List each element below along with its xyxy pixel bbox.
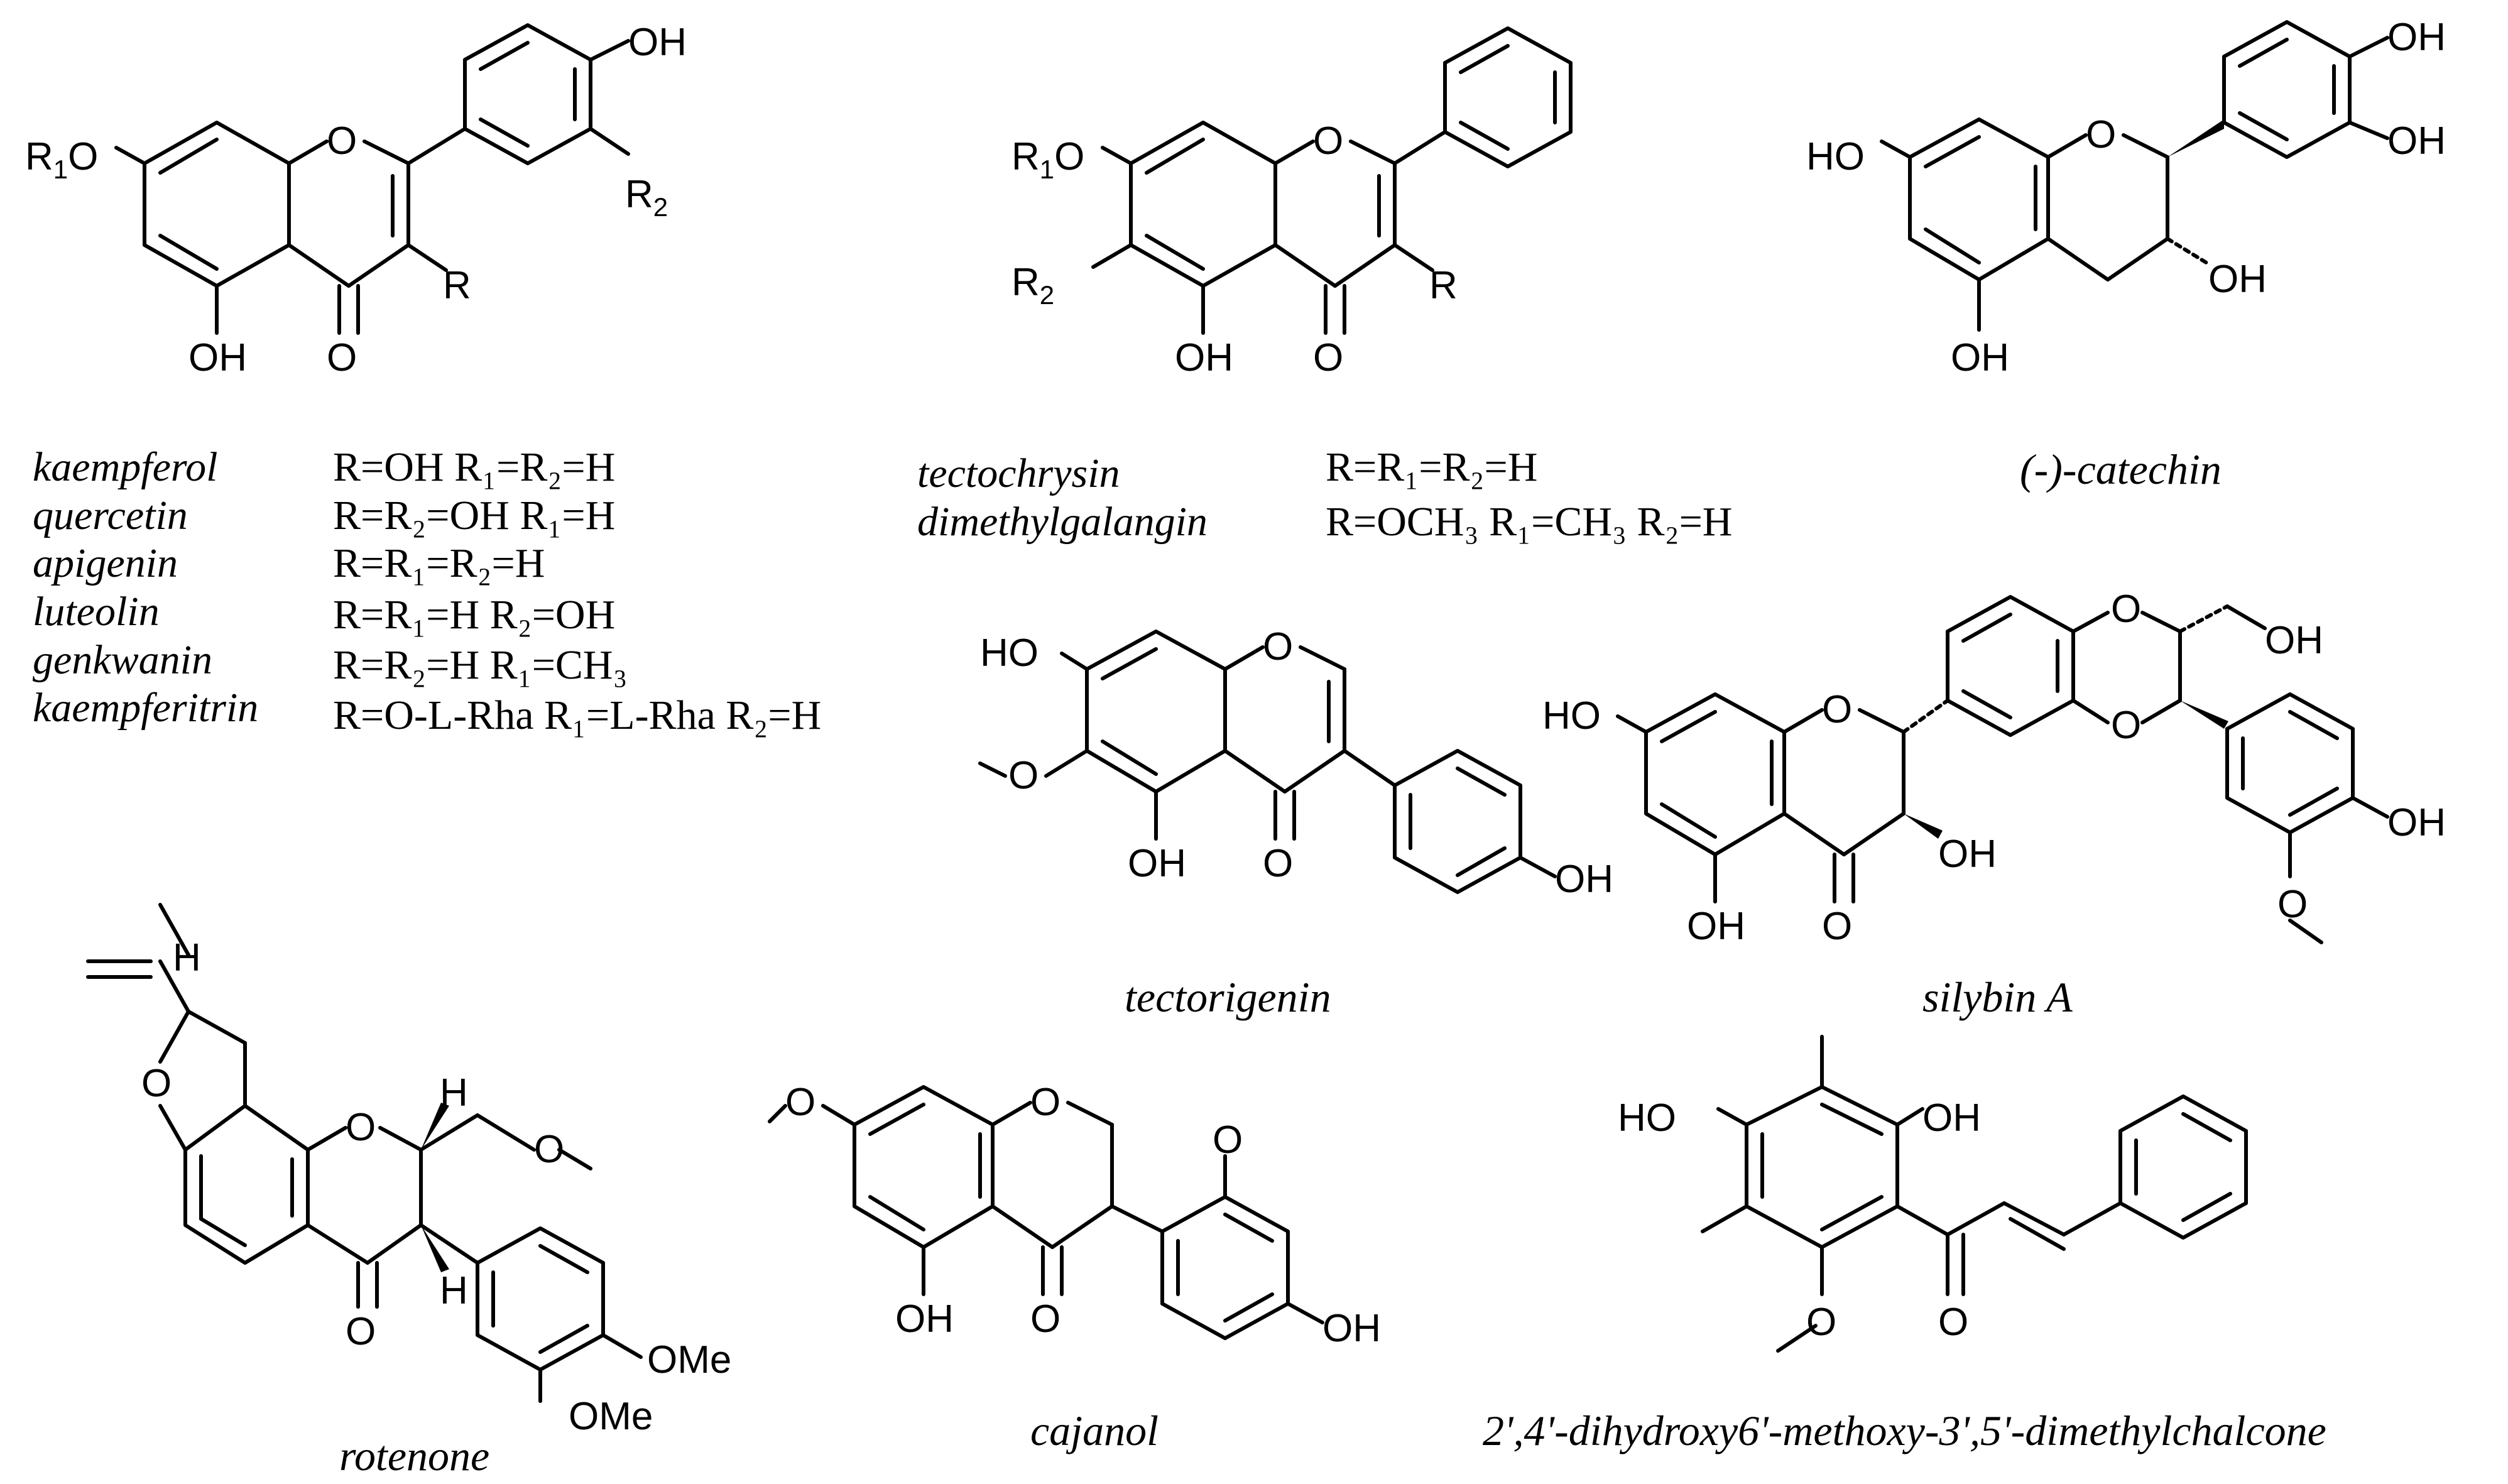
compound-definition: R=OH R₁=R₂=H [333, 444, 615, 490]
methoxy-o-label: O [785, 1081, 815, 1124]
dioxane-o-label: O [2111, 704, 2141, 747]
caption-silybin: silybin A [1922, 973, 2073, 1021]
ring-oxygen-label: O [1263, 625, 1293, 668]
compound-definition: R=R₂=H R₁=CH₃ [333, 642, 628, 688]
carbonyl-o-label: O [1030, 1297, 1060, 1341]
compound-definition: R=R₁=H R₂=OH [333, 592, 615, 638]
dioxane-o-label: O [2111, 587, 2141, 631]
furan-o-label: O [141, 1062, 172, 1105]
flavone-structure-1: R1O O OH O R OH R2 [25, 21, 687, 379]
carbonyl-o-label: O [1263, 842, 1293, 885]
h-label: H [173, 936, 201, 979]
h-label: H [440, 1269, 468, 1312]
ring-oxygen-label: O [1822, 688, 1852, 731]
caption-cajanol: cajanol [1030, 1407, 1159, 1454]
ome-label: OMe [569, 1395, 653, 1438]
oh-label: OH [2387, 801, 2446, 844]
h-label: H [440, 1071, 468, 1115]
r2-label: R2 [1011, 261, 1054, 310]
carbonyl-o-label: O [346, 1310, 376, 1353]
r-label: R [1429, 264, 1458, 307]
methoxy-o-label: O [1008, 754, 1039, 797]
methoxy-o-label: O [1213, 1118, 1243, 1162]
oh-label: OH [628, 21, 687, 64]
methoxy-o-label: O [2277, 883, 2308, 926]
oh-label: OH [1951, 336, 2009, 379]
compound-name: tectochrysin [917, 450, 1120, 496]
ring-oxygen-label: O [1030, 1081, 1060, 1124]
oh-label: OH [1922, 1096, 1981, 1140]
catechin-structure: HO O OH OH OH OH (-)-catechin [1806, 16, 2446, 493]
ome-label: OMe [647, 1338, 731, 1382]
compound-name: quercetin [33, 493, 188, 538]
ring-oxygen-label: O [1313, 119, 1343, 163]
compound-name: dimethylgalangin [917, 499, 1208, 545]
oh-label: OH [1175, 336, 1233, 379]
ho-label: HO [1542, 694, 1601, 738]
compound-definition: R=R₁=R₂=H [333, 540, 545, 586]
compound-name: kaempferol [33, 444, 217, 490]
flavone-structure-2: R1O R2 O OH O R [1011, 26, 1573, 379]
compound-name: kaempferitrin [33, 685, 258, 731]
carbonyl-o-label: O [327, 336, 357, 379]
compound-name: apigenin [33, 540, 178, 586]
compound-definition: R=OCH₃ R₁=CH₃ R₂=H [1326, 499, 1732, 545]
oh-label: OH [1555, 858, 1613, 901]
ho-label: HO [1618, 1096, 1676, 1140]
ho-label: HO [1806, 135, 1865, 178]
oh-label: OH [1322, 1307, 1381, 1350]
oh-label: OH [2265, 619, 2323, 662]
oh-label: OH [1687, 905, 1745, 948]
oh-label: OH [895, 1297, 954, 1341]
ring-oxygen-label: O [327, 119, 357, 163]
compound-name: genkwanin [33, 637, 212, 683]
rotenone-structure: H O O H O O H OMe OMe rotenone [86, 903, 731, 1480]
carbonyl-o-label: O [1938, 1301, 1968, 1344]
r1o-label: R1O [25, 135, 98, 184]
r1o-label: R1O [1011, 135, 1084, 184]
carbonyl-o-label: O [1313, 336, 1343, 379]
caption-catechin: (-)-catechin [2020, 445, 2222, 493]
r-label: R [443, 264, 471, 307]
carbonyl-o-label: O [1822, 905, 1852, 948]
r2-label: R2 [625, 173, 668, 222]
oh-label: OH [2387, 119, 2446, 163]
cajanol-structure: O O OH O O OH cajanol [768, 1081, 1381, 1454]
caption-chalcone: 2',4'-dihydroxy6'-methoxy-3',5'-dimethyl… [1483, 1407, 2326, 1454]
caption-tectorigenin: tectorigenin [1125, 973, 1331, 1021]
pyran-o-label: O [534, 1128, 564, 1171]
ring-oxygen-label: O [346, 1106, 376, 1149]
ring-oxygen-label: O [2086, 113, 2116, 156]
compound-definition: R=R₂=OH R₁=H [333, 493, 615, 538]
compound-name: luteolin [33, 589, 160, 635]
compound-definition: R=O-L-Rha R₁=L-Rha R₂=H [333, 692, 821, 738]
oh-label: OH [188, 336, 247, 379]
compound-definition: R=R₁=R₂=H [1326, 444, 1537, 490]
oh-label: OH [2387, 16, 2446, 59]
tectorigenin-structure: HO O O OH O OH tectorigenin [978, 625, 1613, 1021]
oh-label: OH [1938, 832, 1997, 876]
oh-label: OH [1128, 842, 1186, 885]
caption-rotenone: rotenone [339, 1432, 489, 1480]
table-2: tectochrysin R=R₁=R₂=H dimethylgalangin … [917, 444, 1732, 545]
oh-label: OH [2208, 258, 2267, 301]
table-1: kaempferol R=OH R₁=R₂=H quercetin R=R₂=O… [33, 444, 821, 738]
ho-label: HO [980, 631, 1039, 675]
methoxy-o-label: O [1806, 1301, 1836, 1344]
chalcone-structure: HO OH O O 2',4'-dihydroxy6'-methoxy-3',5… [1483, 1035, 2326, 1454]
silybin-structure: HO O OH O OH O O OH OH O silybin A [1542, 587, 2446, 1021]
